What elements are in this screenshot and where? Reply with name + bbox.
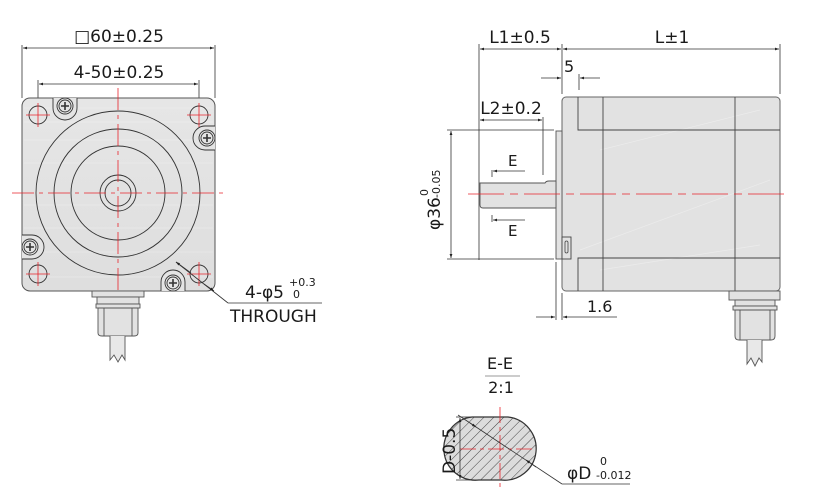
section-centerlines	[460, 407, 536, 490]
section-title: E-E	[487, 354, 513, 373]
hole-callout-note: THROUGH	[229, 307, 317, 327]
dim-dia-main: φD	[567, 464, 591, 484]
dim-boss-upper-tol: 0	[418, 189, 431, 196]
dim-l2: L2±0.2	[480, 99, 544, 175]
dim-diameter: φD -0.012 0	[457, 414, 631, 485]
screws	[21, 97, 216, 292]
dim-1-6-label: 1.6	[587, 297, 612, 316]
section-scale: 2:1	[488, 378, 514, 397]
front-view: □60±0.25 4-50±0.25	[12, 27, 322, 363]
front-cable-gland	[91, 290, 145, 363]
shaft-section	[443, 416, 537, 481]
screw-icon	[160, 269, 186, 292]
dim-l1: L1±0.5	[478, 28, 563, 260]
front-centerlines	[12, 88, 225, 300]
section-view: E-E 2:1 D-0.5 φD -0.012 0	[440, 354, 631, 490]
hole-callout-main: 4-φ5	[245, 283, 284, 303]
dim-boss-main: φ36	[425, 197, 445, 230]
shaft	[479, 180, 557, 209]
dim-5: 5	[541, 57, 600, 90]
front-flange	[21, 97, 216, 292]
hole-callout: 4-φ5 +0.3 0 THROUGH	[175, 261, 322, 327]
dim-boss-lower-tol: -0.05	[430, 170, 443, 198]
dim-dia-upper-tol: 0	[600, 455, 607, 468]
screw-icon	[192, 125, 216, 151]
pilot-boss	[555, 130, 563, 260]
section-marks: E E	[491, 152, 525, 240]
section-mark-bottom: E	[508, 222, 517, 240]
dim-dia-lower-tol: -0.012	[596, 469, 631, 482]
section-mark-top: E	[508, 152, 517, 170]
side-view: L1±0.5 L±1 5 L2±0.2	[418, 28, 788, 368]
screw-icon	[52, 97, 78, 121]
dim-outer-label: □60±0.25	[74, 27, 164, 47]
dim-hole-spacing-label: 4-50±0.25	[74, 63, 165, 83]
dim-flat: D-0.5	[440, 416, 478, 481]
slot	[561, 236, 572, 260]
dim-l2-label: L2±0.2	[480, 99, 542, 119]
dim-5-label: 5	[564, 57, 574, 76]
dim-flat-label: D-0.5	[440, 428, 460, 474]
screw-icon	[21, 234, 45, 260]
hole-callout-lower-tol: 0	[293, 288, 300, 301]
dim-1-6: 1.6	[536, 262, 617, 320]
dim-l-label: L±1	[655, 28, 690, 48]
dim-boss-diameter: φ36 -0.05 0	[418, 129, 554, 260]
dim-l1-label: L1±0.5	[489, 28, 551, 48]
dim-outer-width: □60±0.25	[21, 27, 216, 98]
dim-l: L±1	[563, 28, 781, 94]
side-cable-gland	[728, 290, 781, 368]
hole-callout-upper-tol: +0.3	[289, 276, 316, 289]
